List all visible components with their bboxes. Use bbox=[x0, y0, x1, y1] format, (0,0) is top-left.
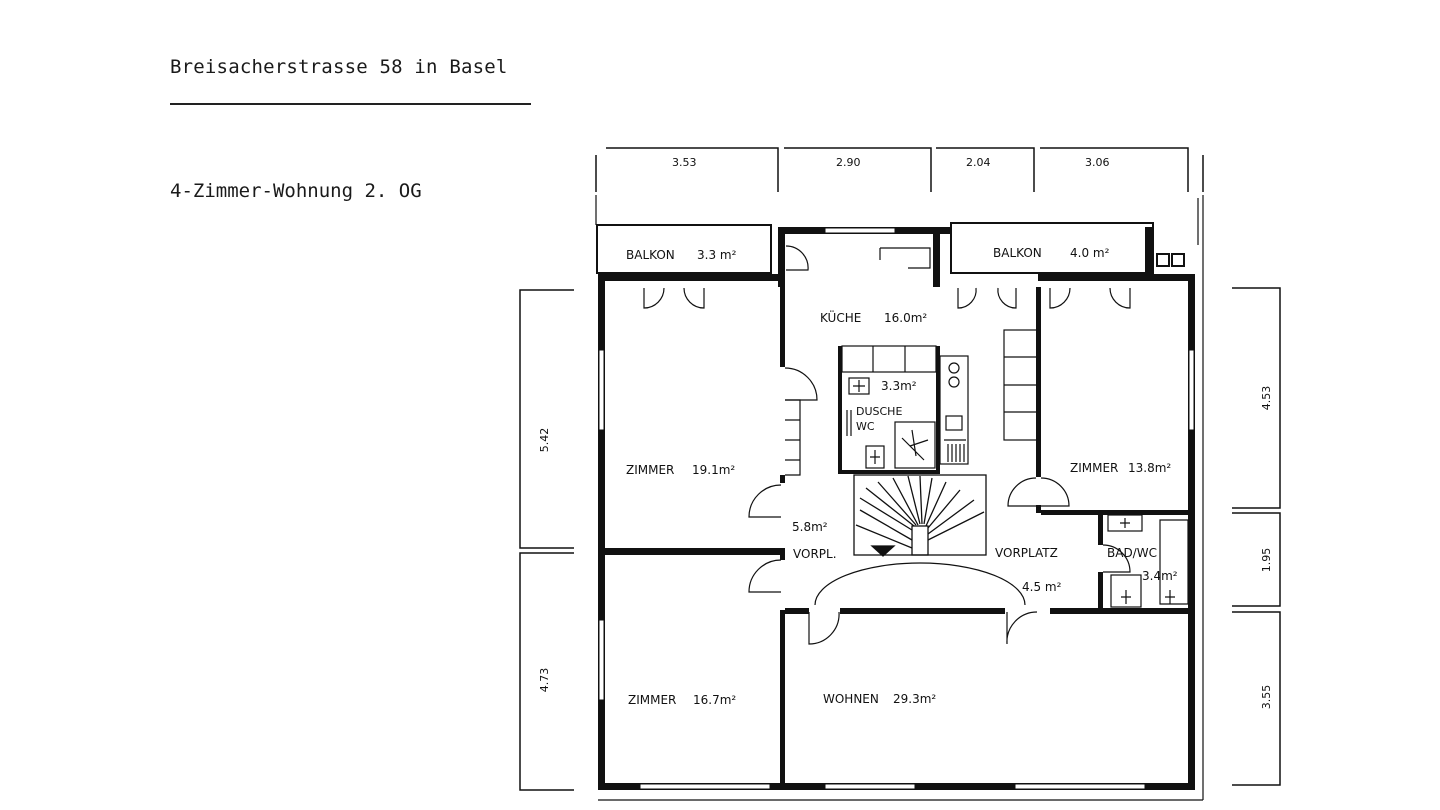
dim-left-2: 4.73 bbox=[538, 668, 551, 693]
column-squares bbox=[1156, 253, 1185, 267]
balkon-right-label: BALKON bbox=[993, 246, 1042, 260]
windows bbox=[598, 227, 1195, 790]
zimmer-sw-label: ZIMMER bbox=[628, 693, 676, 707]
vorpl-area: 5.8m² bbox=[792, 520, 828, 534]
document-subtitle: 4-Zimmer-Wohnung 2. OG bbox=[170, 180, 422, 202]
dim-top-4: 3.06 bbox=[1085, 156, 1110, 169]
bad-label: BAD/WC bbox=[1107, 546, 1157, 560]
document-title: Breisacherstrasse 58 in Basel bbox=[170, 56, 508, 78]
zimmer-nw-area: 19.1m² bbox=[692, 463, 735, 477]
balcony-right bbox=[950, 222, 1154, 274]
dim-right-2: 1.95 bbox=[1260, 548, 1273, 573]
bathroom-fixtures bbox=[846, 377, 1189, 608]
dim-left-1: 5.42 bbox=[538, 428, 551, 453]
dim-top-1: 3.53 bbox=[672, 156, 697, 169]
vorpl-label: VORPL. bbox=[793, 547, 837, 561]
zimmer-sw-area: 16.7m² bbox=[693, 693, 736, 707]
zimmer-nw-label: ZIMMER bbox=[626, 463, 674, 477]
top-dimension-chain bbox=[595, 147, 1204, 192]
balcony-left bbox=[596, 224, 772, 274]
dusche-label: DUSCHE bbox=[856, 405, 902, 418]
zimmer-ne-label: ZIMMER bbox=[1070, 461, 1118, 475]
dim-right-1: 4.53 bbox=[1260, 386, 1273, 411]
title-underline bbox=[170, 103, 531, 105]
interior-walls bbox=[605, 287, 1188, 785]
balkon-left-label: BALKON bbox=[626, 248, 675, 262]
kueche-label: KÜCHE bbox=[820, 309, 861, 325]
dim-top-3: 2.04 bbox=[966, 156, 991, 169]
dim-right-3: 3.55 bbox=[1260, 685, 1273, 710]
balkon-left-area: 3.3 m² bbox=[697, 248, 737, 262]
vorplatz-area: 4.5 m² bbox=[1022, 580, 1062, 594]
balkon-right-area: 4.0 m² bbox=[1070, 246, 1110, 260]
wohnen-label: WOHNEN bbox=[823, 692, 879, 706]
right-dimension-chain bbox=[1232, 287, 1281, 786]
zimmer-ne-area: 13.8m² bbox=[1128, 461, 1171, 475]
bad-area: 3.4m² bbox=[1142, 569, 1178, 583]
wohnen-area: 29.3m² bbox=[893, 692, 936, 706]
left-dimension-chain bbox=[519, 289, 574, 791]
dusche-area: 3.3m² bbox=[881, 379, 917, 393]
dusche-wc-label: WC bbox=[856, 420, 875, 433]
vorplatz-label: VORPLATZ bbox=[995, 546, 1058, 560]
dim-top-2: 2.90 bbox=[836, 156, 861, 169]
kitchen-counters bbox=[785, 247, 1041, 476]
facade-lines bbox=[595, 195, 1204, 801]
kueche-area: 16.0m² bbox=[884, 311, 927, 325]
door-swings bbox=[643, 245, 1131, 645]
staircase bbox=[853, 474, 987, 557]
